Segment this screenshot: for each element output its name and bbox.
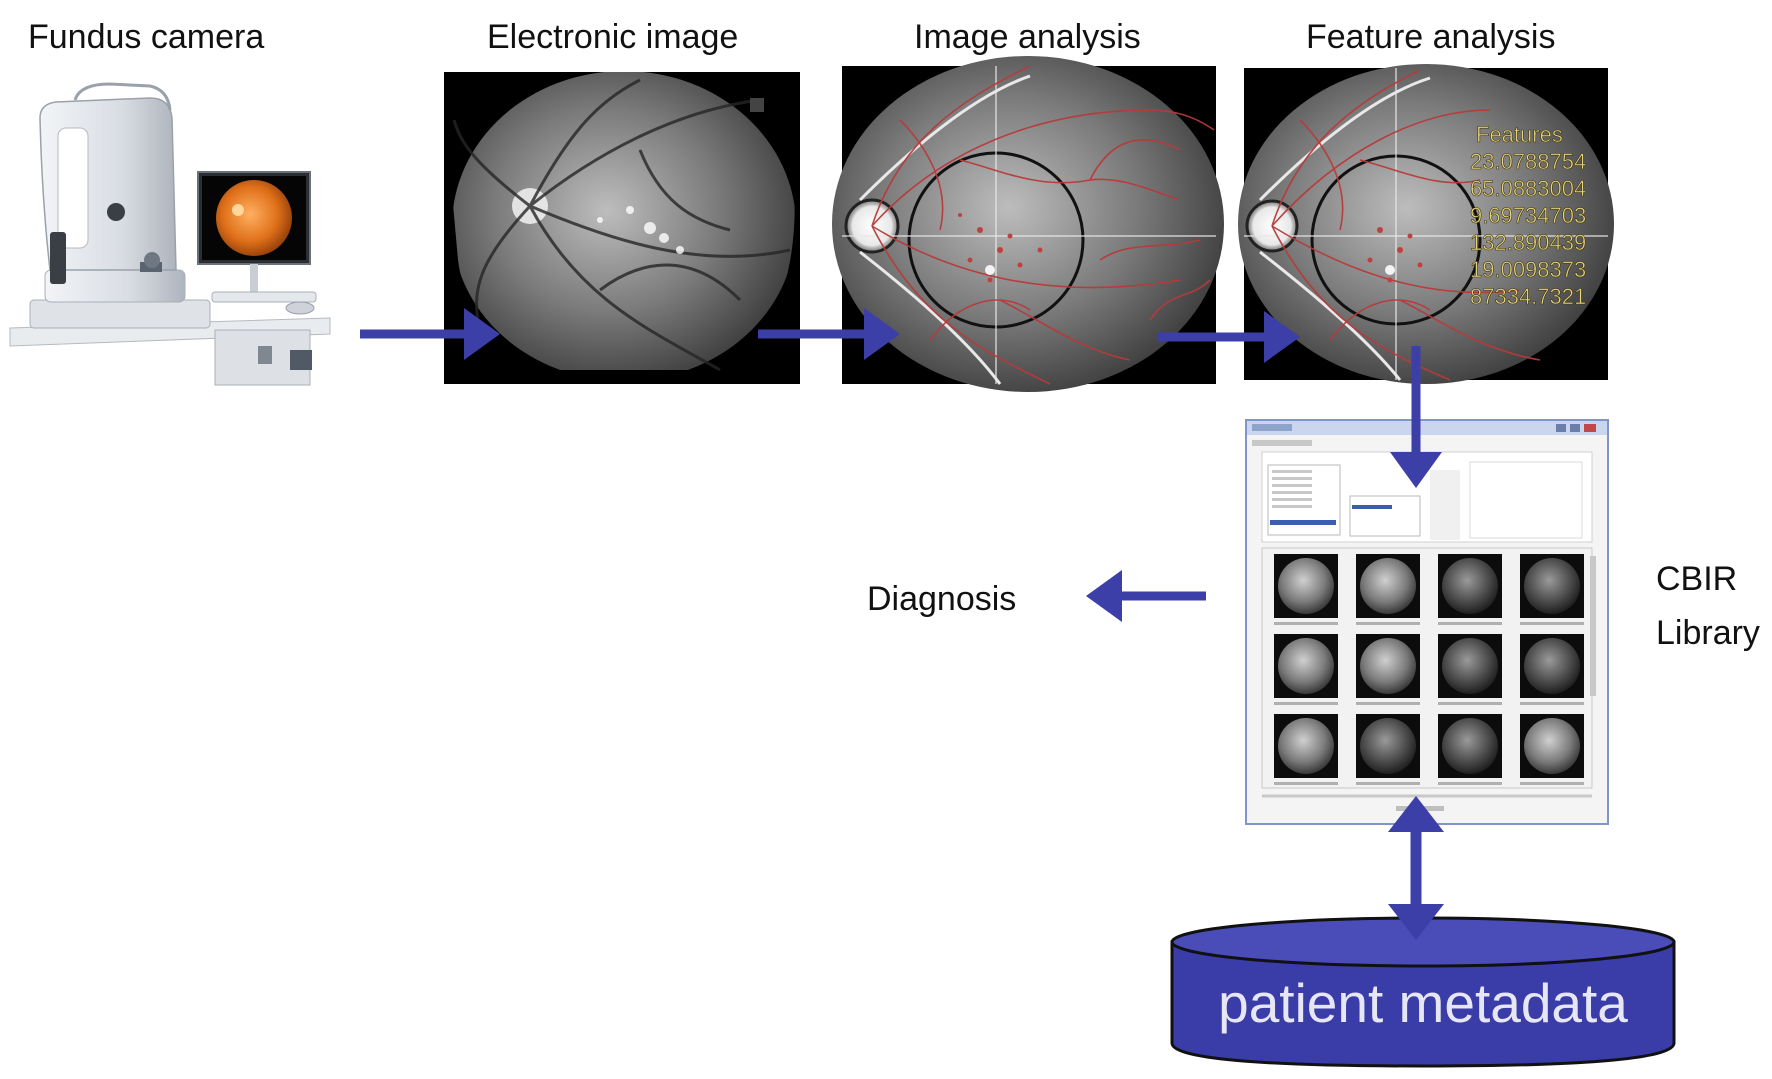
feature-values: Features 23.0788754 65.0883004 9.6973470… <box>1470 122 1587 310</box>
feature-value: 19.0098373 <box>1470 257 1586 282</box>
cbir-thumbnail <box>1356 554 1420 625</box>
label-fundus-camera: Fundus camera <box>28 18 265 56</box>
analyzed-retina-image <box>832 56 1224 392</box>
cbir-thumbnail <box>1274 634 1338 705</box>
database-icon: patient metadata <box>1170 916 1676 1068</box>
retina-image-icon <box>444 72 800 384</box>
arrow-camera-to-image <box>360 308 500 360</box>
cbir-thumbnail <box>1356 634 1420 705</box>
feature-value: 87334.7321 <box>1470 284 1586 309</box>
label-image-analysis: Image analysis <box>914 18 1141 56</box>
cbir-thumbnail <box>1438 714 1502 785</box>
label-library: Library <box>1656 614 1760 652</box>
cbir-thumbnail <box>1520 554 1584 625</box>
feature-value: 65.0883004 <box>1470 176 1586 201</box>
label-cbir: CBIR <box>1656 560 1738 598</box>
label-diagnosis: Diagnosis <box>867 580 1017 618</box>
cbir-thumbnail <box>1274 554 1338 625</box>
cbir-thumbnail <box>1438 634 1502 705</box>
arrow-image-to-analysis <box>758 308 900 360</box>
monitor-retina-icon <box>216 180 292 256</box>
cbir-thumbnail <box>1356 714 1420 785</box>
fundus-camera-icon <box>9 82 331 386</box>
feature-value: 23.0788754 <box>1470 149 1586 174</box>
cbir-thumbnail-grid <box>1261 547 1596 811</box>
label-electronic-image: Electronic image <box>487 18 739 56</box>
cbir-thumbnail <box>1438 554 1502 625</box>
feature-retina-image: Features 23.0788754 65.0883004 9.6973470… <box>1238 64 1614 384</box>
features-title: Features <box>1476 122 1563 147</box>
flow-arrows <box>360 308 1444 940</box>
arrow-cbir-to-diagnosis <box>1086 570 1206 622</box>
arrow-analysis-to-features <box>1158 311 1300 363</box>
feature-value: 132.890439 <box>1470 230 1586 255</box>
arrow-features-to-cbir <box>1390 346 1442 488</box>
label-feature-analysis: Feature analysis <box>1306 18 1556 56</box>
cbir-thumbnail <box>1520 634 1584 705</box>
cbir-thumbnail <box>1520 714 1584 785</box>
arrow-cbir-database <box>1388 796 1444 940</box>
feature-value: 9.69734703 <box>1470 203 1586 228</box>
database-label: patient metadata <box>1218 972 1628 1034</box>
cbir-thumbnail <box>1274 714 1338 785</box>
